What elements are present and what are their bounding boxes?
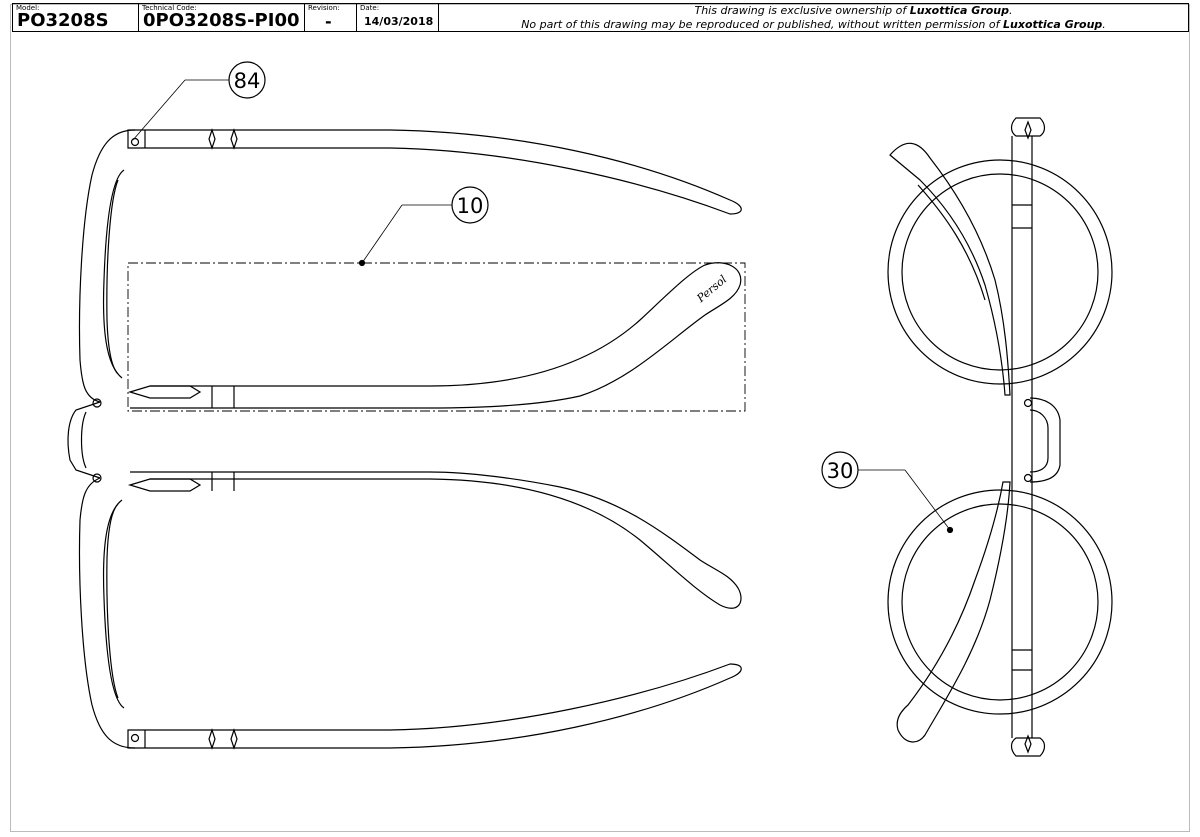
callout-10: 10 [358, 186, 489, 267]
callout-30-leader [904, 469, 951, 531]
front-lens-edge-upper [106, 179, 119, 375]
upper-hinge-pin [130, 137, 140, 147]
lower-hinge-arrow [1024, 734, 1032, 754]
section-box [127, 262, 746, 412]
upper-rim-screw [1023, 398, 1033, 408]
technical-code-value: 0PO3208S-PI00 [143, 10, 300, 31]
model-value: PO3208S [17, 10, 109, 31]
lower-temple-rivet-2 [230, 728, 238, 750]
lower-temple [127, 663, 742, 749]
bridge-inner [80, 411, 87, 469]
lower-rim-outer [887, 489, 1113, 715]
lower-temple-rivet-1 [208, 728, 216, 750]
ownership-end: . [1009, 4, 1013, 17]
lower-middle-temple-body [130, 471, 742, 609]
upper-rim-outer [887, 159, 1113, 385]
front-rim-upper [78, 129, 136, 403]
upper-temple-rivet-1 [208, 128, 216, 150]
sheet-border [10, 4, 1190, 832]
front-bridge-inner [1029, 409, 1049, 473]
callout-10-leader [361, 204, 403, 264]
lower-rim-screw [1023, 473, 1033, 483]
callout-84: 84 [132, 61, 266, 141]
title-block: Model: PO3208S Technical Code: 0PO3208S-… [12, 3, 1189, 32]
front-rim-lower [78, 477, 136, 749]
model-label: Model: [16, 4, 40, 12]
upper-temple [127, 129, 742, 215]
front-bridge [1029, 397, 1061, 483]
bridge [67, 401, 101, 479]
reproduction-text: No part of this drawing may be reproduce… [521, 18, 1004, 31]
date-value: 14/03/2018 [364, 15, 434, 28]
technical-code-label: Technical Code: [142, 4, 197, 12]
lower-rim-inner [901, 503, 1099, 701]
hinge-screw-center-bottom [92, 473, 102, 483]
lower-hinge-block [1010, 737, 1046, 757]
reproduction-brand: Luxottica Group [1003, 18, 1103, 31]
callout-10-label: 10 [457, 194, 484, 218]
lower-hinge-pin [130, 733, 140, 743]
date-cell: Date: 14/03/2018 [357, 4, 439, 31]
front-lens-edge-lower [106, 503, 119, 699]
middle-temple-body [130, 262, 742, 409]
callout-84-leader [132, 79, 186, 141]
date-label: Date: [360, 4, 380, 12]
callout-30-label: 30 [827, 459, 854, 483]
front-view [887, 117, 1113, 757]
reproduction-line: No part of this drawing may be reproduce… [439, 18, 1188, 31]
upper-hinge-block [1010, 117, 1046, 137]
lower-folded-temple [896, 481, 1011, 743]
callout-10-circle [451, 186, 489, 224]
temple-logo: Persol [694, 272, 730, 305]
callout-30-dot [946, 526, 954, 534]
ownership-text: This drawing is exclusive ownership of [694, 4, 910, 17]
callout-84-label: 84 [234, 69, 261, 93]
revision-value: - [325, 12, 332, 31]
upper-folded-temple-inner [917, 184, 986, 301]
hinge-screw-center-top [92, 398, 102, 408]
top-view: Persol [67, 128, 746, 750]
revision-cell: Revision: - [305, 4, 357, 31]
ownership-line: This drawing is exclusive ownership of L… [479, 4, 1200, 17]
front-rim-upper-inner [102, 169, 125, 379]
technical-code-cell: Technical Code: 0PO3208S-PI00 [139, 4, 305, 31]
upper-folded-temple [889, 142, 1011, 396]
front-rim-lower-inner [102, 499, 125, 709]
revision-label: Revision: [308, 4, 340, 12]
upper-hinge-arrow [1024, 120, 1032, 140]
ownership-notice: This drawing is exclusive ownership of L… [439, 4, 1188, 31]
middle-temple-upper [127, 385, 202, 399]
model-cell: Model: PO3208S [13, 4, 139, 31]
callout-30: 30 [821, 451, 954, 534]
lower-middle-temple-tip [127, 478, 202, 492]
upper-temple-rivet-2 [230, 128, 238, 150]
ownership-brand: Luxottica Group [909, 4, 1010, 17]
upper-rim-inner [901, 173, 1099, 371]
reproduction-end: . [1102, 18, 1106, 31]
callout-84-circle [228, 61, 266, 99]
